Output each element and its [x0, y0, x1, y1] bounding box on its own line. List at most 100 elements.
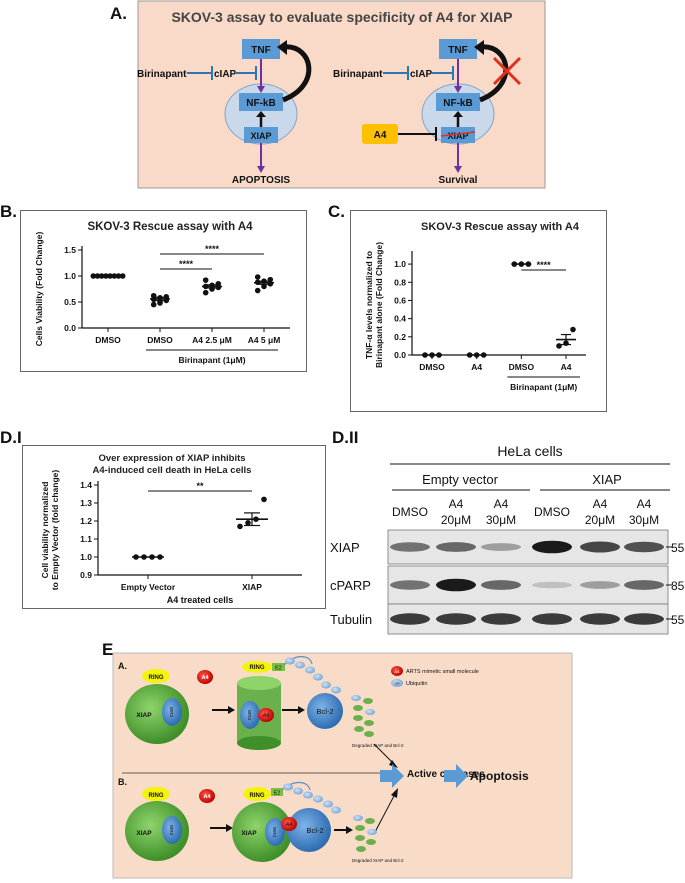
nfkb-label-right: NF-kB: [443, 98, 472, 109]
molecular-weight: 55: [671, 541, 685, 555]
chart-title: SKOV-3 Rescue assay with A4: [421, 221, 580, 233]
group-xiap: XIAP: [592, 472, 622, 487]
significance-label: ****: [537, 260, 552, 270]
xiap-label-a1: XIAP: [136, 712, 152, 719]
y-tick-label: 0.9: [80, 570, 92, 580]
ring-label-a2: RING: [250, 665, 265, 671]
blot-band: [624, 580, 664, 590]
panel-c-chart: SKOV-3 Rescue assay with A40.00.20.40.60…: [364, 221, 586, 392]
x-tick-label: DMSO: [95, 335, 121, 345]
apoptosis-label-e: Apoptosis: [470, 769, 529, 783]
group-empty-vector: Empty vector: [422, 472, 499, 487]
blot-band: [436, 613, 476, 625]
legend-ub-icon: [391, 679, 403, 687]
row-a-ubiquitin-chain: [285, 657, 341, 694]
y-axis-label: Birinapant alone (Fold Change): [374, 242, 384, 368]
legend-a4-text: ARTS mimetic small molecule: [406, 669, 479, 675]
y-tick-label: 1.5: [64, 245, 76, 255]
legend-a4-icon: [391, 666, 403, 676]
data-point: [254, 274, 261, 280]
caspase-arrow: [380, 764, 404, 788]
a4-label: A4: [374, 130, 387, 141]
apoptosis-label: APOPTOSIS: [232, 175, 290, 186]
data-point: [157, 300, 163, 306]
apoptosis-arrow: [444, 764, 468, 788]
lane-label: A4: [449, 497, 464, 511]
significance-label: ****: [205, 244, 220, 254]
row-a-degraded-fragments: [351, 695, 375, 737]
data-point: [254, 287, 261, 294]
ring-label-b2: RING: [250, 793, 265, 799]
y-axis-label: Cells Viability (Fold Change): [34, 232, 44, 347]
lane-concentration: 20μM: [585, 513, 615, 527]
bir3-label-b2: BIR3: [272, 827, 277, 838]
x-tick-label: XIAP: [242, 582, 262, 592]
ring-label-b1: RING: [149, 793, 164, 799]
feedback-arrow-left: [282, 44, 312, 103]
blot-band: [532, 613, 572, 625]
blot-band: [481, 580, 521, 590]
bcl2-label-a: Bcl-2: [316, 707, 333, 716]
group-label: Birinapant (1μM): [178, 355, 245, 365]
xiap-label-b1: XIAP: [136, 830, 152, 837]
tnf-box-right: [439, 39, 477, 59]
blot-band: [580, 581, 620, 589]
panel-a-title: SKOV-3 assay to evaluate specificity of …: [171, 9, 512, 25]
data-point: [261, 496, 267, 503]
blot-band: [532, 540, 572, 554]
y-tick-label: 1.1: [80, 534, 92, 544]
blot-band: [436, 542, 476, 552]
degraded-label-b: Degraded XIAP and Bcl-2: [352, 858, 404, 863]
e2-label-a: E2: [275, 666, 282, 672]
blot-row-label: Tubulin: [330, 612, 372, 627]
panel-dii-label: D.II: [332, 428, 359, 447]
ciap-label-left: cIAP: [214, 69, 237, 80]
birinapant-label-right: Birinapant: [333, 69, 383, 80]
row-b-complex: RING E2 BIR3 XIAP Bcl-2 A4: [232, 787, 331, 862]
xiap-label-b2: XIAP: [241, 830, 257, 837]
blot-band: [436, 578, 476, 592]
molecular-weight: 55: [671, 613, 685, 627]
y-tick-label: 0.0: [394, 350, 406, 360]
blot-strip: [387, 565, 669, 605]
y-tick-label: 1.0: [80, 552, 92, 562]
x-tick-label: Empty Vector: [121, 582, 176, 592]
legend-ub-glyph: Ub: [394, 681, 400, 686]
nfkb-box-right: [436, 93, 480, 111]
feedback-arrow-right: [479, 44, 509, 103]
y-tick-label: 0.0: [64, 323, 76, 333]
panel-di-frame: [22, 445, 326, 609]
data-point: [570, 326, 576, 333]
lane-label: A4: [637, 497, 652, 511]
row-b-label: B.: [118, 777, 127, 787]
y-tick-label: 1.2: [80, 516, 92, 526]
data-point: [119, 273, 126, 279]
significance-label: **: [196, 481, 204, 491]
data-point: [237, 523, 243, 530]
degraded-label-a: Degraded XIAP and Bcl-2: [352, 743, 404, 748]
blot-strip: [387, 529, 669, 565]
lane-label: DMSO: [534, 505, 570, 519]
a4-box: [362, 124, 398, 144]
y-tick-label: 0.4: [394, 314, 406, 324]
row-a-xiap-bound: RING E2 BIR3 A4: [237, 661, 285, 750]
bcl2-label-b: Bcl-2: [306, 826, 323, 835]
y-tick-label: 1.0: [394, 259, 406, 269]
blot-band: [624, 613, 664, 625]
panel-a-right-scheme: TNF NF-kB XIAP Birinapant cIAP A4 Surviv…: [333, 39, 522, 186]
panel-di-label: D.I: [0, 428, 22, 447]
cross-icon: [492, 56, 522, 86]
molecular-weight: 85: [671, 579, 685, 593]
y-axis-label: TNF-α levels normalized to: [364, 251, 374, 359]
bir3-label-b1: BIR3: [169, 825, 174, 836]
y-tick-label: 1.0: [64, 271, 76, 281]
xiap-label-left: XIAP: [250, 131, 271, 141]
row-a-label: A.: [118, 661, 127, 671]
y-tick-label: 1.4: [80, 480, 92, 490]
data-point: [94, 273, 101, 279]
xiap-box-left: [244, 127, 278, 143]
row-a-xiap-free: RING BIR3 XIAP A4: [125, 669, 213, 744]
y-axis-label: Cell viability normalized: [40, 482, 50, 579]
panel-a-diagram: SKOV-3 assay to evaluate specificity of …: [137, 0, 546, 189]
